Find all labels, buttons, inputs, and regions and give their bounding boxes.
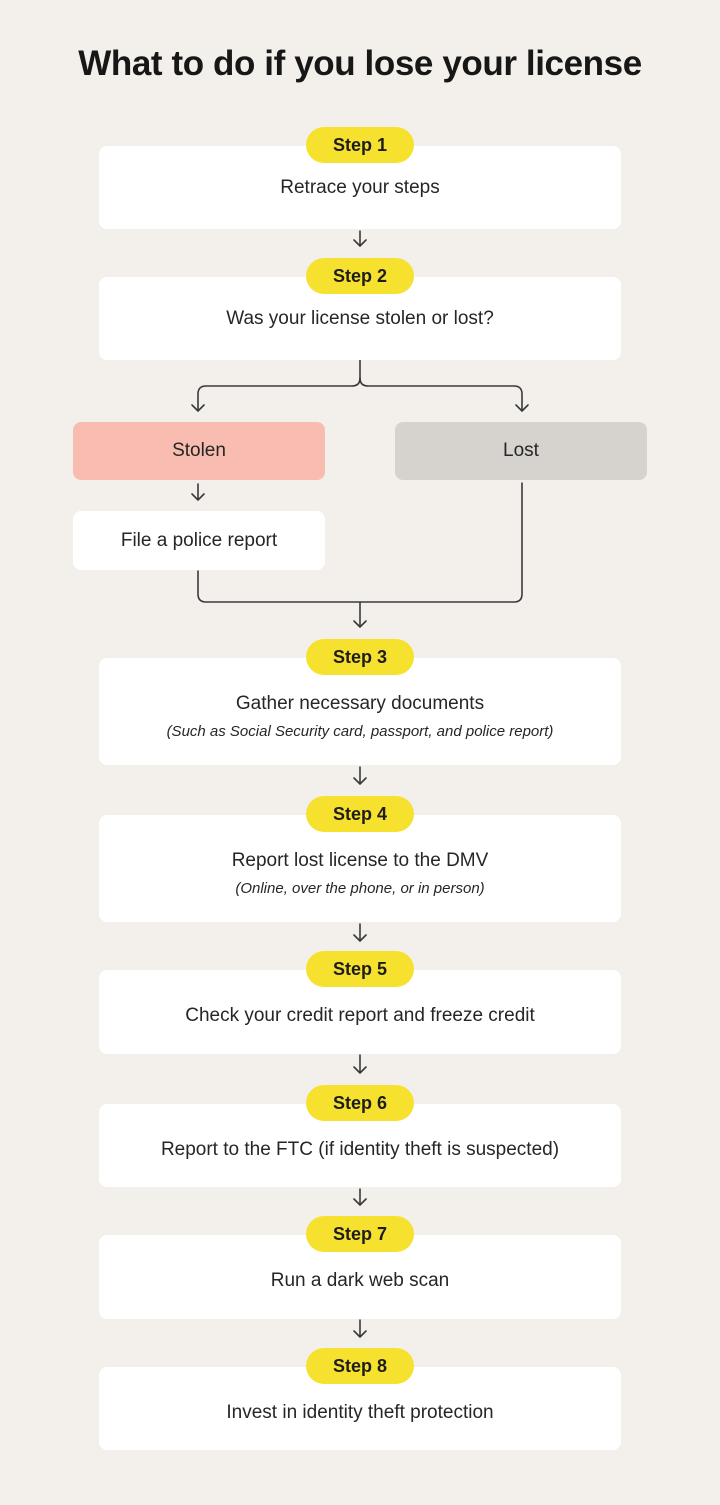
step-4-badge: Step 4: [306, 796, 414, 832]
step-8-badge: Step 8: [306, 1348, 414, 1384]
step-1-badge: Step 1: [306, 127, 414, 163]
step-4-card: Report lost license to the DMV (Online, …: [99, 815, 621, 922]
step-3-text: Gather necessary documents: [235, 693, 485, 714]
step-5-badge: Step 5: [306, 951, 414, 987]
step-2-text: Was your license stolen or lost?: [226, 307, 494, 329]
step-4-note: (Online, over the phone, or in person): [235, 880, 485, 897]
stolen-box: Stolen: [73, 422, 325, 480]
step-6-badge: Step 6: [306, 1085, 414, 1121]
lost-box: Lost: [395, 422, 647, 480]
step-2-card: Was your license stolen or lost?: [99, 277, 621, 360]
step-3-note: (Such as Social Security card, passport,…: [166, 723, 554, 740]
step-1-text: Retrace your steps: [280, 176, 440, 198]
step-6-text: Report to the FTC (if identity theft is …: [160, 1138, 560, 1160]
page-title: What to do if you lose your license: [78, 44, 642, 83]
police-report-card: File a police report: [73, 511, 325, 570]
step-7-badge: Step 7: [306, 1216, 414, 1252]
step-3-card: Gather necessary documents (Such as Soci…: [99, 658, 621, 765]
step-5-text: Check your credit report and freeze cred…: [185, 1005, 535, 1026]
police-report-text: File a police report: [120, 529, 278, 551]
step-7-text: Run a dark web scan: [270, 1270, 450, 1291]
step-3-badge: Step 3: [306, 639, 414, 675]
step-2-badge: Step 2: [306, 258, 414, 294]
step-4-text: Report lost license to the DMV: [231, 850, 489, 871]
step-8-text: Invest in identity theft protection: [226, 1401, 494, 1423]
